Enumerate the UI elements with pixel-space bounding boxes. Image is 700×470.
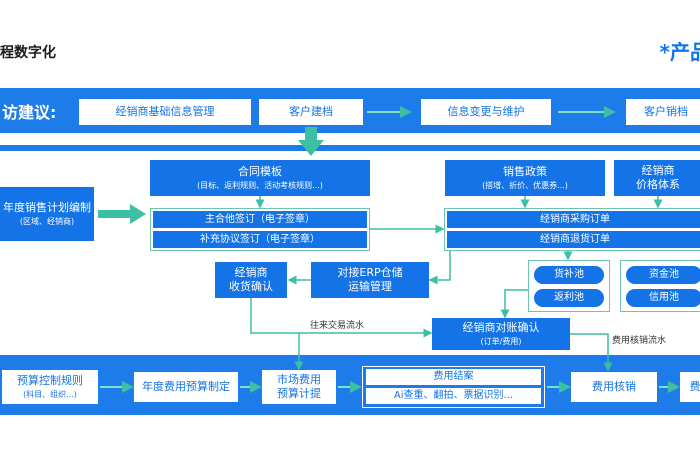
main-contract-sign[interactable]: 主合他签订（电子签章） bbox=[153, 211, 367, 228]
arrow-reconcile-writeoff bbox=[570, 333, 613, 372]
supplement-sign[interactable]: 补充协议签订（电子签章） bbox=[153, 231, 367, 248]
fee-writeoff-flow-label: 费用核销流水 bbox=[612, 336, 667, 346]
arrow-order-erp bbox=[428, 251, 451, 285]
dealer-reconcile[interactable]: 经销商对账确认 (订单/费用) bbox=[432, 318, 570, 350]
plan-arrow-head bbox=[130, 204, 146, 224]
step-customer-close[interactable]: 客户销档 bbox=[626, 99, 700, 125]
arrow-pools-reconcile bbox=[500, 289, 528, 319]
dealer-receipt-confirm[interactable]: 经销商 收货确认 bbox=[215, 262, 287, 298]
step-info-change[interactable]: 信息变更与维护 bbox=[421, 99, 551, 125]
settlement-outline bbox=[362, 366, 545, 408]
fee-writeoff[interactable]: 费用核销 bbox=[571, 372, 657, 402]
contract-template[interactable]: 合同模板 (目标、返利规则、活动考核规则...) bbox=[150, 160, 370, 196]
dealer-purchase-order[interactable]: 经销商采购订单 bbox=[447, 211, 700, 228]
ai-check[interactable]: Ai查重、翻拍、票据识别... bbox=[366, 388, 541, 404]
annual-sales-plan[interactable]: 年度销售计划编制 (区域、经销商) bbox=[0, 187, 94, 241]
pool-group-outline-2 bbox=[620, 260, 700, 312]
credit-pool[interactable]: 信用池 bbox=[626, 289, 700, 307]
fund-pool[interactable]: 资金池 bbox=[626, 266, 700, 284]
market-fee-accrual[interactable]: 市场费用 预算计提 bbox=[262, 370, 336, 404]
erp-warehouse[interactable]: 对接ERP仓储 运输管理 bbox=[311, 262, 429, 298]
goods-subsidy-pool[interactable]: 货补池 bbox=[534, 266, 604, 284]
separator-band bbox=[0, 145, 700, 151]
annual-budget[interactable]: 年度费用预算制定 bbox=[134, 372, 238, 402]
dealer-price-system[interactable]: 经销商 价格体系 bbox=[614, 160, 700, 196]
brand-title: *产品 bbox=[659, 40, 700, 64]
bottom-last-step[interactable]: 费 bbox=[680, 372, 700, 402]
rebate-pool[interactable]: 返利池 bbox=[534, 289, 604, 307]
top-band-caption: 访建议: bbox=[2, 103, 57, 122]
arrow-receipt-reconcile bbox=[250, 298, 433, 338]
order-group-outline bbox=[444, 208, 700, 251]
step-dealer-basic-info[interactable]: 经销商基础信息管理 bbox=[79, 99, 251, 125]
sign-group-outline bbox=[150, 208, 370, 251]
step-customer-create[interactable]: 客户建档 bbox=[259, 99, 363, 125]
fee-settlement[interactable]: 费用结案 bbox=[366, 369, 541, 385]
page-title: 程数字化 bbox=[0, 45, 56, 61]
down-arrow-head bbox=[298, 140, 324, 156]
dealer-return-order[interactable]: 经销商退货订单 bbox=[447, 231, 700, 248]
sales-policy[interactable]: 销售政策 (搭增、折价、优惠券...) bbox=[445, 160, 605, 196]
transaction-flow-label: 往来交易流水 bbox=[310, 321, 365, 331]
plan-arrow-shaft bbox=[98, 210, 132, 218]
pool-group-outline-1 bbox=[528, 260, 610, 312]
budget-control-rules[interactable]: 预算控制规则 (科目、组织...) bbox=[2, 370, 98, 404]
